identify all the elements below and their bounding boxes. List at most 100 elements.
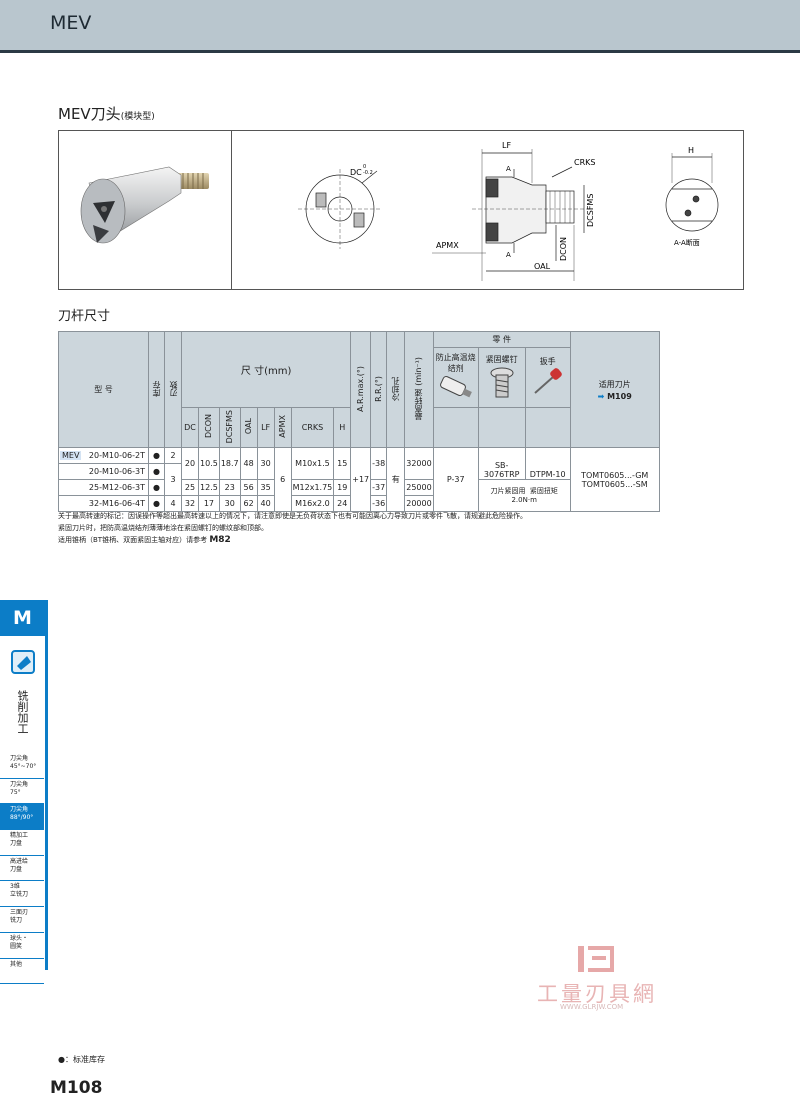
rpm-cell: 25000 [404, 479, 434, 496]
dc-cell: 25 [181, 479, 199, 496]
section-a-top: A [506, 165, 511, 173]
header-band [0, 0, 800, 50]
crks-cell: M16x2.0 [290, 495, 335, 512]
milling-insert-icon [11, 650, 35, 674]
th-dc: DC [181, 407, 199, 448]
coolant-cell: 有 [386, 447, 406, 512]
th-coolant: 冷却孔 [386, 331, 406, 448]
dc-tol-lower: -0.2 [363, 170, 373, 176]
th-oal: OAL [239, 407, 258, 448]
lf-cell: 35 [256, 479, 275, 496]
stock-legend: ●：标准库存 [58, 1055, 105, 1064]
th-ar-max: A.R.max.(°) [350, 331, 372, 448]
rpm-cell: 20000 [404, 495, 434, 512]
lf-cell: 30 [256, 447, 275, 480]
apmx-cell: 6 [273, 447, 292, 512]
th-parts-spacer [477, 407, 526, 448]
dcsfms-label: DCSFMS [586, 194, 595, 227]
th-crks: CRKS [290, 407, 335, 448]
sidebar-nav-item[interactable]: 其他 [0, 959, 44, 985]
watermark-text: 工量刃具網 [537, 982, 657, 1006]
th-insert-label: 适用刀片 [598, 379, 631, 389]
th-parts: 零 件 [432, 331, 571, 348]
notes: 关于最高转速的标记：因误操作等超出最高转速以上的情况下，请注意即使是无负荷状态下… [58, 510, 527, 546]
stock-cell: ● [148, 463, 165, 480]
th-anti-seize: 防止高温烧结剂 [432, 347, 479, 408]
dcsfms-cell: 18.7 [218, 447, 241, 480]
figure-box: DC 0 -0.2 LF CRKS [58, 130, 744, 290]
section-subtitle: (模块型) [120, 112, 155, 122]
rr-cell: -38 [370, 447, 388, 480]
note-line: 适用锥柄（BT锥柄、双面紧固主轴对应）请参考 M82 [58, 535, 231, 545]
th-insert: 适用刀片 ➡ M109 [569, 331, 660, 448]
watermark-url: WWW.GLRJW.COM [560, 1003, 624, 1011]
product-image [80, 166, 209, 244]
watermark-logo [578, 946, 614, 972]
sidebar-nav-item[interactable]: 精加工刀盘 [0, 830, 44, 856]
crks-cell: M12x1.75 [290, 479, 335, 496]
section-title-text: MEV刀头 [58, 105, 121, 123]
th-max-rpm: 最高转速 (min⁻¹) [404, 331, 434, 448]
model-cell: 20-M10-06-3T [58, 463, 149, 480]
dcon-cell: 10.5 [198, 447, 220, 480]
notes-ref-link[interactable]: M82 [209, 535, 231, 545]
dc-label: DC [350, 168, 362, 177]
stock-cell: ● [148, 479, 165, 496]
screw-torque-cell: 刀片紧固用 紧固扭矩 2.0N·m [477, 479, 571, 512]
header-rule [0, 50, 800, 53]
h-cell: 24 [333, 495, 352, 512]
sidebar-tab-m[interactable]: M [0, 600, 45, 636]
th-apmx: APMX [273, 407, 292, 448]
sidebar-nav-item[interactable]: 球头・圆笑 [0, 933, 44, 959]
insert-ref-link[interactable]: ➡ M109 [597, 391, 632, 401]
rpm-cell: 32000 [404, 447, 434, 480]
lf-label: LF [502, 141, 511, 150]
crks-cell: M10x1.5 [290, 447, 335, 480]
th-flutes: 刃数 [164, 331, 182, 448]
insert-sm: TOMT0605...-SM [581, 479, 648, 489]
th-parts-spacer [432, 407, 479, 448]
figure-divider [231, 131, 232, 289]
stock-cell: ● [148, 447, 165, 464]
table-row: 32-M16-06-4T ● 4 32 17 30 62 40 M16x2.0 … [58, 495, 660, 512]
screw-icon [490, 367, 514, 398]
sidebar-nav-item[interactable]: 高进给刀盘 [0, 856, 44, 882]
rr-cell: -37 [370, 479, 388, 496]
th-wrench: 扳手 [524, 347, 571, 408]
th-dimensions: 尺 寸(mm) [180, 331, 352, 408]
aa-section-view [665, 153, 719, 232]
front-view [298, 169, 382, 249]
crks-label: CRKS [574, 158, 595, 167]
anti-seize-cell: P-37 [432, 447, 479, 512]
th-parts-spacer [524, 407, 571, 448]
dcsfms-cell: 23 [218, 479, 241, 496]
h-cell: 15 [333, 447, 352, 480]
anti-seize-tube-icon [439, 375, 472, 397]
sidebar-nav-item[interactable]: 3维立铣刀 [0, 881, 44, 908]
th-lf: LF [256, 407, 275, 448]
sidebar-accent-bar [45, 600, 48, 970]
th-dcon: DCON [198, 407, 220, 448]
aa-section-label: A-A断面 [674, 238, 700, 247]
flutes-cell: 3 [164, 463, 182, 496]
note-line: 关于最高转速的标记：因误操作等超出最高转速以上的情况下，请注意即使是无负荷状态下… [58, 512, 527, 520]
th-h: H [333, 407, 352, 448]
oal-cell: 56 [239, 479, 258, 496]
rr-cell: -36 [370, 495, 388, 512]
dimensions-title: 刀杆尺寸 [58, 309, 111, 324]
side-view [432, 149, 592, 281]
spec-table: 型 号 库存 刃数 尺 寸(mm) A.R.max.(°) R.R.(°) 冷却… [58, 331, 660, 512]
h-label: H [688, 146, 694, 155]
section-title: MEV刀头(模块型) [58, 103, 155, 124]
sidebar-nav-item[interactable]: 三面刃铣刀 [0, 907, 44, 933]
dc-tol-upper: 0 [363, 164, 366, 170]
table-row: 25-M12-06-3T ● 25 12.5 23 56 35 M12x1.75… [58, 479, 660, 512]
ar-max-cell: +17 [350, 447, 372, 512]
th-model: 型 号 [58, 331, 149, 448]
